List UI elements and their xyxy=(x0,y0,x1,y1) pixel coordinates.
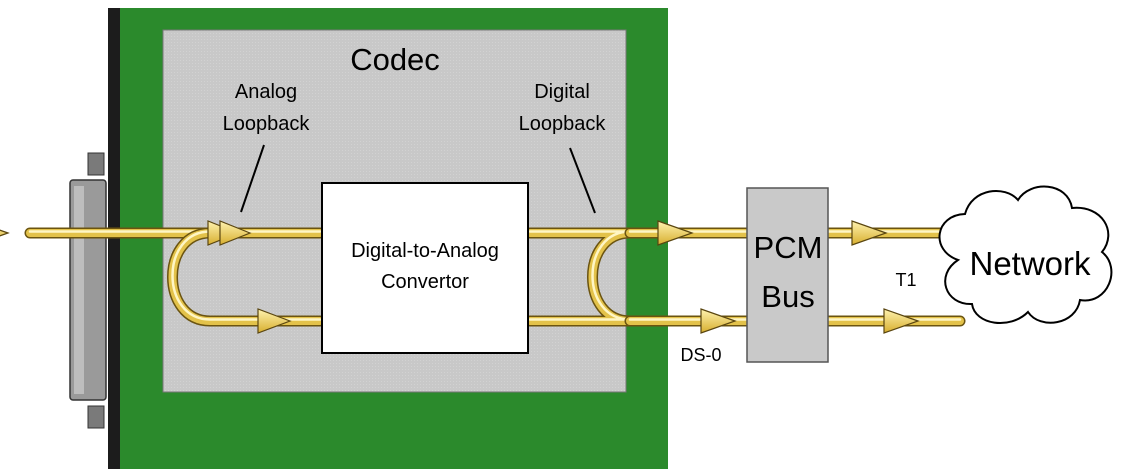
network-cloud xyxy=(938,185,1113,325)
converter-label-line1: Digital-to-Analog xyxy=(351,240,499,262)
converter-box xyxy=(321,182,529,354)
arrowhead-digital-bottom xyxy=(700,308,737,334)
analog-loopback-pointer xyxy=(240,144,265,213)
analog-loop xyxy=(171,230,322,321)
arrowheads xyxy=(0,220,920,334)
serial-connector xyxy=(69,152,107,429)
analog-loopback-label-line1: Analog xyxy=(235,81,297,103)
pcm-bus-label-line1: PCM xyxy=(754,230,823,265)
ds0-label: DS-0 xyxy=(680,345,721,365)
converter-label-line2: Convertor xyxy=(381,271,469,293)
digital-loopback-label-line2: Loopback xyxy=(519,113,607,135)
network-label: Network xyxy=(969,245,1091,282)
t1-label: T1 xyxy=(895,270,916,290)
arrowhead-network-top xyxy=(851,220,888,246)
arrowhead-network-bottom xyxy=(883,308,920,334)
digital-loopback-label-line1: Digital xyxy=(534,81,590,103)
arrowhead-analog-top xyxy=(219,220,252,246)
codec-title: Codec xyxy=(350,42,440,77)
pcm-bus-label-line2: Bus xyxy=(761,279,814,314)
arrowhead-analog-bottom xyxy=(257,308,292,334)
arrowhead-digital-top xyxy=(657,220,694,246)
digital-loopback-pointer xyxy=(569,147,596,214)
digital-loop xyxy=(528,230,632,321)
arrowhead-left-edge xyxy=(0,229,10,237)
pcm-bus-box xyxy=(746,187,829,363)
analog-loopback-label-line2: Loopback xyxy=(223,113,311,135)
